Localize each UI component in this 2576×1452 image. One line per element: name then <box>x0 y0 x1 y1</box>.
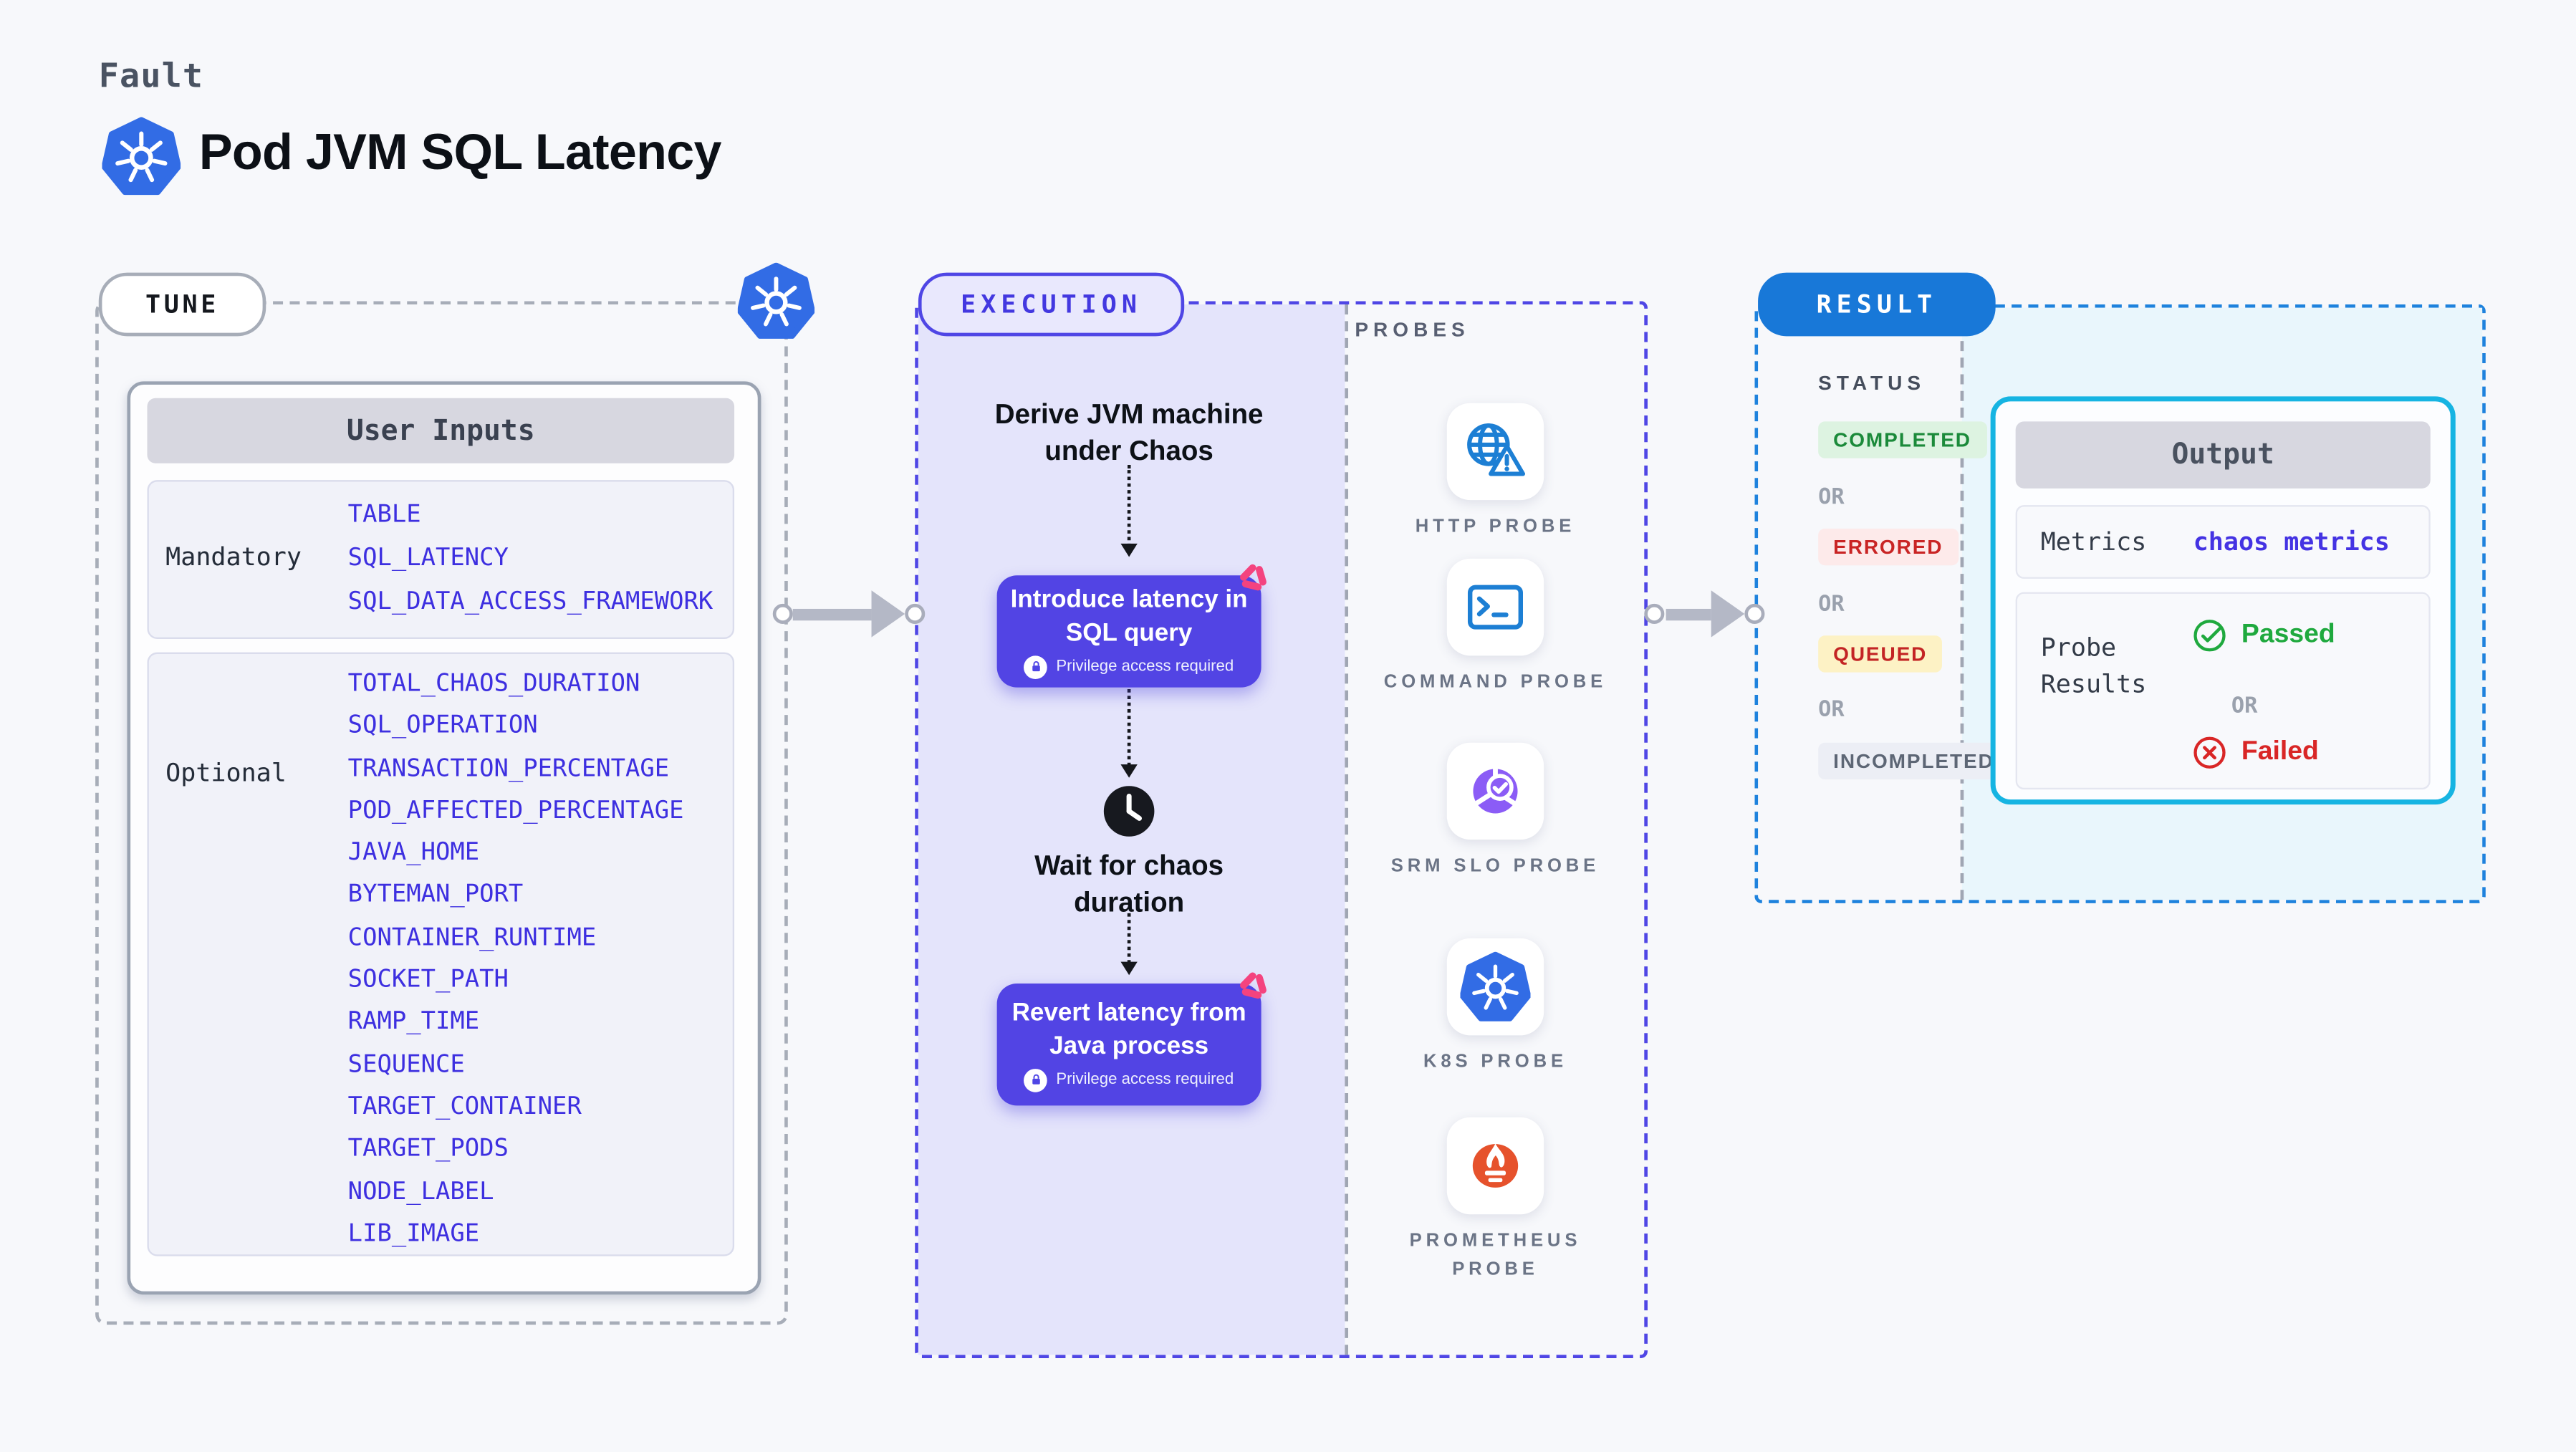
or-separator: OR <box>1818 592 1845 617</box>
srm-slo-probe-label: SRM SLO PROBE <box>1390 856 1600 877</box>
variable: BYTEMAN_PORT <box>347 882 524 910</box>
x-circle-icon <box>2191 734 2228 771</box>
variable: SQL_OPERATION <box>347 713 538 740</box>
passed-verdict: Passed <box>2191 617 2335 654</box>
tune-section-label: TUNE <box>98 272 266 337</box>
connector-dot <box>1644 603 1665 624</box>
variable: TRANSACTION_PERCENTAGE <box>347 755 670 782</box>
introduce-latency-node: Introduce latency in SQL query Privilege… <box>996 575 1261 688</box>
wait-chaos-step: Wait for chaos duration <box>1034 851 1224 918</box>
flow-arrow-down <box>1120 689 1137 778</box>
passed-label: Passed <box>2241 620 2335 649</box>
http-probe-icon <box>1458 415 1532 489</box>
kubernetes-icon <box>102 117 181 196</box>
or-separator: OR <box>1818 485 1845 511</box>
optional-inputs-group: Optional TOTAL_CHAOS_DURATION SQL_OPERAT… <box>147 652 735 1256</box>
k8s-probe-label: K8S PROBE <box>1423 1052 1567 1072</box>
action-title: Introduce latency in SQL query <box>1010 585 1248 647</box>
privilege-note-text: Privilege access required <box>1056 658 1234 676</box>
prometheus-probe-card <box>1446 1117 1544 1215</box>
command-probe-label: COMMAND PROBE <box>1383 672 1607 693</box>
status-column-label: STATUS <box>1818 371 1926 395</box>
connector-dot <box>905 603 926 624</box>
fault-eyebrow: Fault <box>98 55 204 96</box>
flow-arrow-down <box>1120 913 1137 976</box>
variable: RAMP_TIME <box>347 1009 480 1037</box>
mandatory-label: Mandatory <box>165 542 302 572</box>
action-title: Revert latency from Java process <box>1011 999 1246 1060</box>
lock-icon <box>1024 1068 1048 1092</box>
command-probe-card <box>1446 558 1544 656</box>
mandatory-inputs-group: Mandatory TABLE SQL_LATENCY SQL_DATA_ACC… <box>147 480 735 639</box>
command-probe-icon <box>1458 570 1532 644</box>
status-badge-completed: COMPLETED <box>1818 421 1986 458</box>
status-badge-errored: ERRORED <box>1818 528 1959 566</box>
metrics-row: Metrics chaos metrics <box>2015 505 2431 579</box>
execution-to-result-arrow <box>1644 590 1768 638</box>
probes-column-label: PROBES <box>1355 317 1470 342</box>
probe-results-label: Probe Results <box>2040 632 2147 699</box>
output-card: Output Metrics chaos metrics Probe Resul… <box>1990 396 2456 805</box>
variable: CONTAINER_RUNTIME <box>347 924 597 952</box>
lock-icon <box>1024 655 1048 679</box>
metrics-label: Metrics <box>2040 527 2147 557</box>
prometheus-probe-label: PROMETHEUS PROBE <box>1409 1231 1582 1279</box>
tune-section-box <box>95 301 788 1325</box>
optional-variables: TOTAL_CHAOS_DURATION SQL_OPERATION TRANS… <box>348 670 684 1249</box>
srm-slo-probe-card <box>1446 742 1544 840</box>
variable: SQL_LATENCY <box>347 545 509 572</box>
variable: LIB_IMAGE <box>347 1221 480 1248</box>
failed-label: Failed <box>2241 737 2319 766</box>
status-badge-queued: QUEUED <box>1818 635 1943 673</box>
k8s-probe-card <box>1446 938 1544 1036</box>
variable: TOTAL_CHAOS_DURATION <box>347 670 640 698</box>
result-section-label: RESULT <box>1758 272 1996 337</box>
kubernetes-icon <box>1460 952 1530 1022</box>
or-separator: OR <box>2231 694 2258 720</box>
variable: TARGET_PODS <box>347 1136 509 1163</box>
check-circle-icon <box>2191 617 2228 654</box>
failed-verdict: Failed <box>2191 734 2319 771</box>
privilege-note-text: Privilege access required <box>1056 1070 1234 1090</box>
prometheus-probe-icon <box>1458 1129 1532 1203</box>
variable: NODE_LABEL <box>347 1178 494 1206</box>
output-header: Output <box>2015 421 2431 489</box>
status-badge-incompleted: INCOMPLETED <box>1818 742 2009 780</box>
variable: SQL_DATA_ACCESS_FRAMEWORK <box>347 588 713 616</box>
variable: TARGET_CONTAINER <box>347 1094 582 1121</box>
result-divider <box>1960 307 1964 900</box>
variable: JAVA_HOME <box>347 840 480 867</box>
derive-jvm-step: Derive JVM machine under Chaos <box>994 400 1264 466</box>
revert-latency-node: Revert latency from Java process Privile… <box>996 983 1261 1106</box>
kubernetes-icon <box>738 263 814 340</box>
variable: SOCKET_PATH <box>347 966 509 994</box>
or-separator: OR <box>1818 697 1845 723</box>
clock-icon <box>1100 783 1157 840</box>
flow-arrow-down <box>1120 465 1137 557</box>
variable: SEQUENCE <box>347 1051 465 1079</box>
privilege-note: Privilege access required <box>1024 655 1234 679</box>
privilege-note: Privilege access required <box>1024 1068 1234 1092</box>
http-probe-card <box>1446 403 1544 501</box>
probes-divider <box>1345 304 1349 1355</box>
metrics-value: chaos metrics <box>2193 527 2390 557</box>
variable: TABLE <box>347 501 421 529</box>
mandatory-variables: TABLE SQL_LATENCY SQL_DATA_ACCESS_FRAMEW… <box>348 502 713 617</box>
execution-section-label: EXECUTION <box>918 272 1185 337</box>
connector-dot <box>772 603 793 624</box>
http-probe-label: HTTP PROBE <box>1415 516 1576 537</box>
connector-dot <box>1744 603 1765 624</box>
page-title: Pod JVM SQL Latency <box>198 125 722 181</box>
optional-label: Optional <box>165 757 287 788</box>
variable: POD_AFFECTED_PERCENTAGE <box>347 797 684 824</box>
tune-to-execution-arrow <box>771 590 928 638</box>
probe-results-row: Probe Results Passed OR Failed <box>2015 592 2431 790</box>
srm-slo-probe-icon <box>1458 754 1532 828</box>
user-inputs-header: User Inputs <box>147 398 735 463</box>
